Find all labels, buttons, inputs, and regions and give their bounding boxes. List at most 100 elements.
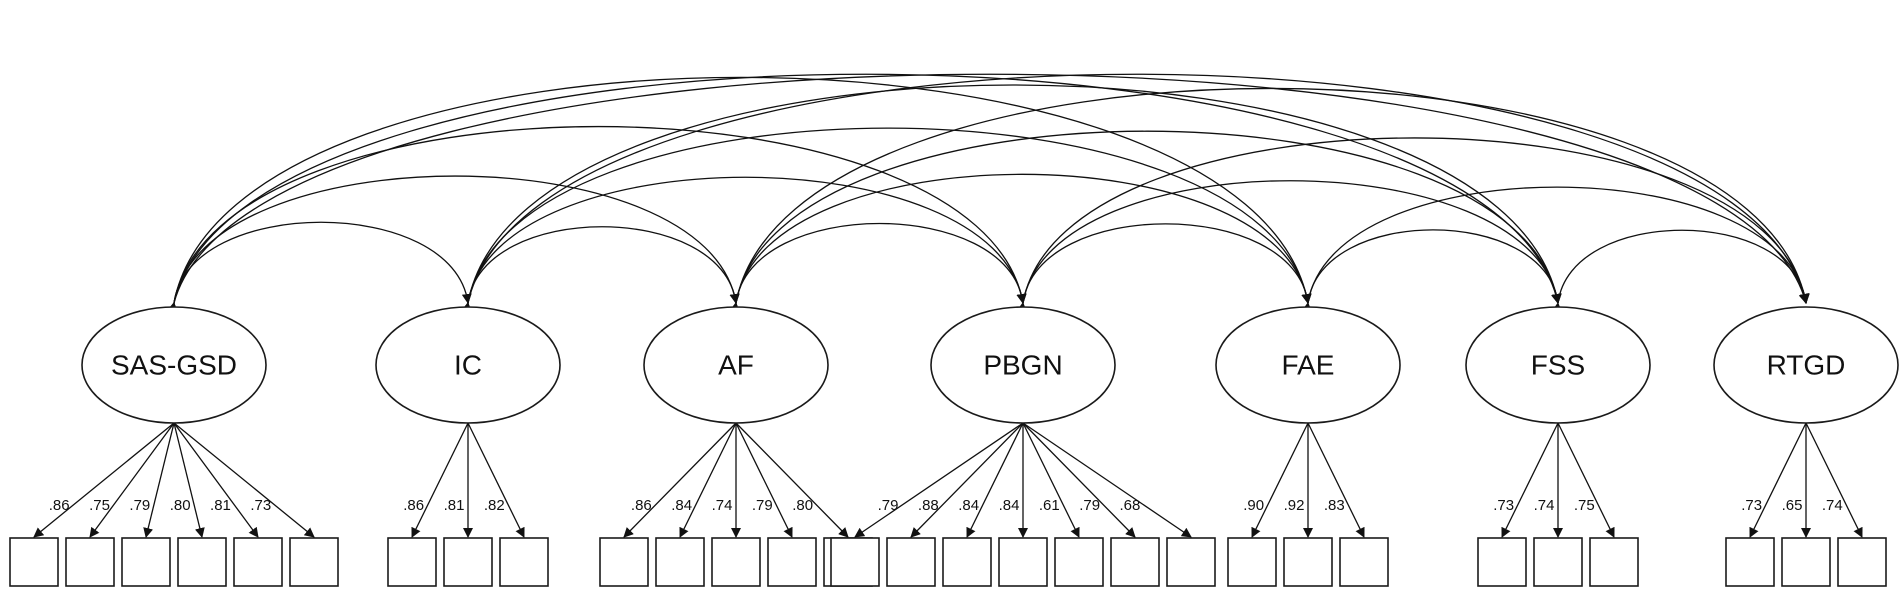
indicator-pbgn-2 xyxy=(886,537,936,587)
factor-rtgd-ellipse xyxy=(1713,306,1899,424)
indicator-pbgn-4 xyxy=(998,537,1048,587)
loading-path-ic-3 xyxy=(467,422,525,538)
loading-path-sas-gsd-3 xyxy=(143,422,175,538)
loading-label-fss-1: .73 xyxy=(1493,497,1514,514)
loading-label-sas-gsd-4: .80 xyxy=(170,497,191,514)
indicator-af-4 xyxy=(767,537,817,587)
factor-af: AF xyxy=(643,306,829,424)
correlation-ic-af xyxy=(461,226,740,313)
loading-path-pbgn-5 xyxy=(1022,422,1080,538)
loading-path-pbgn-6 xyxy=(1022,422,1136,538)
factor-nodes: SAS-GSD IC AF PBGN FAE FSS RTGD xyxy=(81,306,1899,424)
indicator-rtgd-3 xyxy=(1837,537,1887,587)
indicator-fss-1 xyxy=(1477,537,1527,587)
indicator-fss-2 xyxy=(1533,537,1583,587)
correlation-af-fae xyxy=(729,173,1312,313)
loading-path-af-2 xyxy=(679,422,737,538)
indicator-fae-1 xyxy=(1227,537,1277,587)
loading-label-pbgn-2: .88 xyxy=(918,497,939,514)
factor-fae-label: FAE xyxy=(1282,349,1335,380)
correlation-sas-gsd-pbgn xyxy=(167,125,1027,313)
factor-af-ellipse xyxy=(643,306,829,424)
loading-path-pbgn-1 xyxy=(854,422,1024,538)
loading-label-fss-3: .75 xyxy=(1574,497,1595,514)
loading-label-fae-1: .90 xyxy=(1243,497,1264,514)
correlation-sas-gsd-fae xyxy=(167,76,1312,313)
indicator-fss-3 xyxy=(1589,537,1639,587)
correlation-ic-fss xyxy=(461,84,1562,313)
factor-rtgd: RTGD xyxy=(1713,306,1899,424)
factor-ic: IC xyxy=(375,306,561,424)
correlation-pbgn-fss xyxy=(1016,180,1562,313)
indicator-sas-gsd-1 xyxy=(9,537,59,587)
loading-path-pbgn-3 xyxy=(966,422,1024,538)
loading-label-pbgn-4: .84 xyxy=(999,497,1020,514)
loading-label-ic-3: .82 xyxy=(484,497,505,514)
loading-path-sas-gsd-2 xyxy=(89,422,175,538)
loading-path-pbgn-7 xyxy=(1022,422,1192,538)
factor-rtgd-label: RTGD xyxy=(1767,349,1846,380)
loading-path-sas-gsd-4 xyxy=(173,422,205,538)
indicator-pbgn-6 xyxy=(1110,537,1160,587)
factor-sas-gsd-ellipse xyxy=(81,306,267,424)
loading-label-af-4: .79 xyxy=(752,497,773,514)
loading-path-sas-gsd-1 xyxy=(33,422,175,538)
correlation-sas-gsd-ic xyxy=(167,221,472,313)
correlation-sas-gsd-rtgd xyxy=(166,73,1809,313)
factor-fss: FSS xyxy=(1465,306,1651,424)
indicator-boxes xyxy=(9,537,1887,587)
factor-fss-ellipse xyxy=(1465,306,1651,424)
loading-label-fae-3: .83 xyxy=(1324,497,1345,514)
correlation-fae-fss xyxy=(1301,229,1562,313)
factor-fss-label: FSS xyxy=(1531,349,1585,380)
factor-fae-ellipse xyxy=(1215,306,1401,424)
correlation-sas-gsd-fss xyxy=(167,73,1561,313)
loading-label-fae-2: .92 xyxy=(1284,497,1305,514)
loading-path-fae-1 xyxy=(1251,422,1309,538)
factor-fae: FAE xyxy=(1215,306,1401,424)
loading-label-rtgd-2: .65 xyxy=(1782,497,1803,514)
indicator-fae-2 xyxy=(1283,537,1333,587)
factor-ic-label: IC xyxy=(454,349,482,380)
loading-label-pbgn-5: .61 xyxy=(1039,497,1060,514)
loading-path-af-1 xyxy=(623,422,737,538)
indicator-ic-2 xyxy=(443,537,493,587)
indicator-fae-3 xyxy=(1339,537,1389,587)
loading-label-pbgn-6: .79 xyxy=(1079,497,1100,514)
loading-path-ic-1 xyxy=(411,422,469,538)
indicator-af-1 xyxy=(599,537,649,587)
correlation-pbgn-fae xyxy=(1016,223,1312,313)
loading-path-fss-3 xyxy=(1557,422,1615,538)
loading-path-fss-1 xyxy=(1501,422,1559,538)
loading-path-sas-gsd-6 xyxy=(173,422,315,538)
indicator-sas-gsd-6 xyxy=(289,537,339,587)
indicator-sas-gsd-4 xyxy=(177,537,227,587)
loading-path-pbgn-2 xyxy=(910,422,1024,538)
loading-label-pbgn-7: .68 xyxy=(1120,497,1141,514)
indicator-pbgn-3 xyxy=(942,537,992,587)
loading-label-sas-gsd-6: .73 xyxy=(250,497,271,514)
correlation-af-pbgn xyxy=(729,222,1027,313)
factor-af-label: AF xyxy=(718,349,754,380)
loading-label-sas-gsd-1: .86 xyxy=(49,497,70,514)
loading-label-sas-gsd-5: .81 xyxy=(210,497,231,514)
indicator-rtgd-1 xyxy=(1725,537,1775,587)
indicator-pbgn-1 xyxy=(830,537,880,587)
loading-label-af-2: .84 xyxy=(671,497,692,514)
loading-label-af-5: .80 xyxy=(792,497,813,514)
correlation-af-rtgd xyxy=(729,87,1810,313)
factor-sas-gsd-label: SAS-GSD xyxy=(111,349,237,380)
factor-pbgn-label: PBGN xyxy=(983,349,1062,380)
correlation-pbgn-rtgd xyxy=(1016,137,1810,313)
loading-path-af-4 xyxy=(735,422,793,538)
loading-label-af-1: .86 xyxy=(631,497,652,514)
loading-label-fss-2: .74 xyxy=(1534,497,1555,514)
correlation-ic-rtgd xyxy=(461,73,1809,313)
loading-label-af-3: .74 xyxy=(712,497,733,514)
factor-pbgn: PBGN xyxy=(930,306,1116,424)
loading-path-rtgd-1 xyxy=(1749,422,1807,538)
indicator-ic-1 xyxy=(387,537,437,587)
indicator-sas-gsd-2 xyxy=(65,537,115,587)
indicator-af-2 xyxy=(655,537,705,587)
